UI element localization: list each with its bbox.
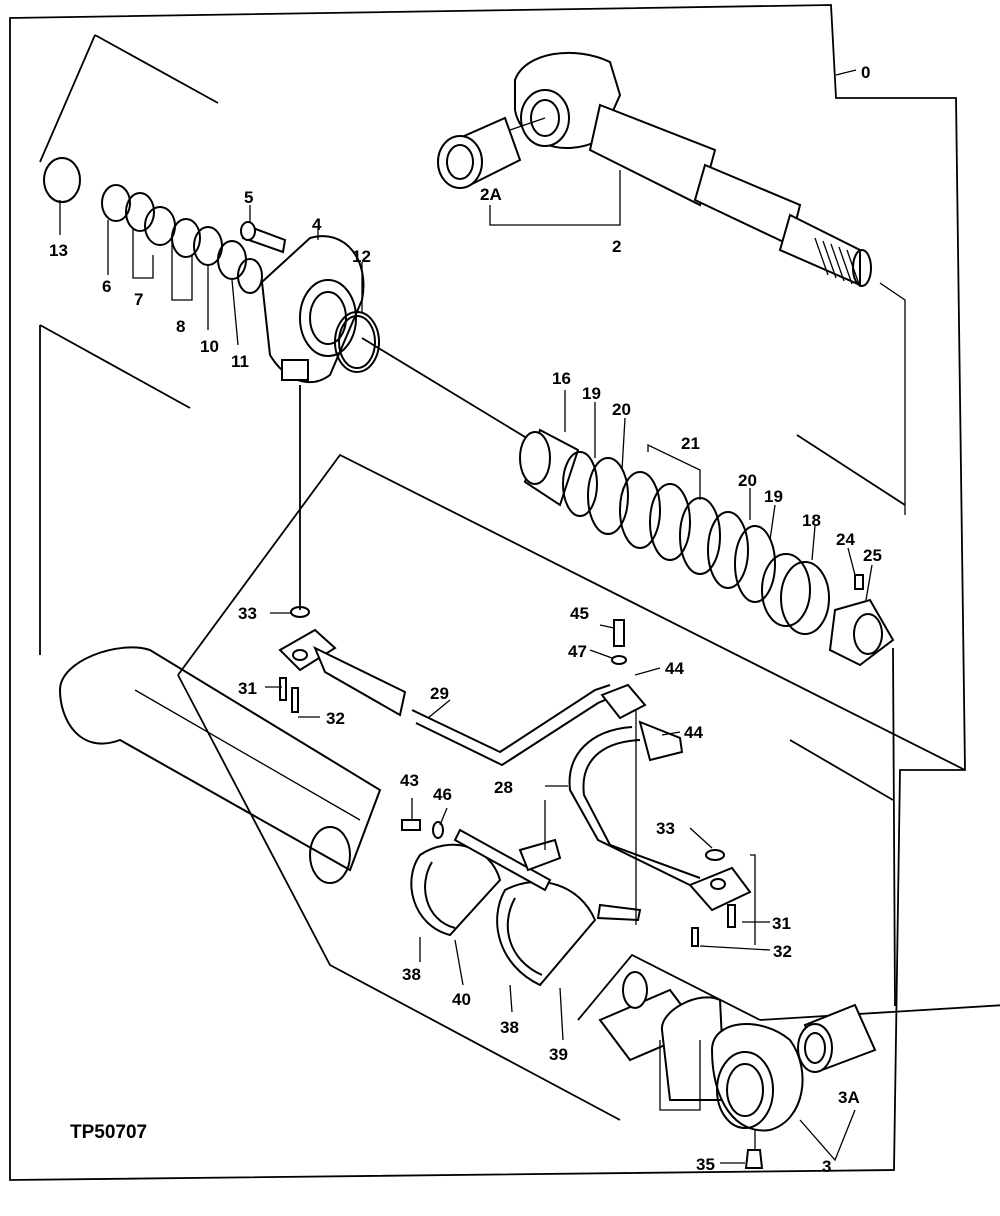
callout-33-bottom: 33 bbox=[656, 819, 675, 838]
callout-7: 7 bbox=[134, 290, 143, 309]
callout-38-left: 38 bbox=[402, 965, 421, 984]
callout-44-top: 44 bbox=[665, 659, 684, 678]
callout-18: 18 bbox=[802, 511, 821, 530]
callout-39: 39 bbox=[549, 1045, 568, 1064]
callout-33-top: 33 bbox=[238, 604, 257, 623]
callout-40: 40 bbox=[452, 990, 471, 1009]
callout-21: 21 bbox=[681, 434, 700, 453]
callout-44-bottom: 44 bbox=[684, 723, 703, 742]
callout-28: 28 bbox=[494, 778, 513, 797]
callout-3A: 3A bbox=[838, 1088, 860, 1107]
callout-10: 10 bbox=[200, 337, 219, 356]
callout-20-right: 20 bbox=[738, 471, 757, 490]
callout-3: 3 bbox=[822, 1157, 831, 1176]
callout-6: 6 bbox=[102, 277, 111, 296]
callout-labels: 0 2 2A 3 3A 4 5 6 7 8 10 11 12 13 16 18 … bbox=[49, 63, 882, 1176]
callout-31-top: 31 bbox=[238, 679, 257, 698]
callout-19-right: 19 bbox=[764, 487, 783, 506]
callout-31-bottom: 31 bbox=[772, 914, 791, 933]
callout-20-left: 20 bbox=[612, 400, 631, 419]
callout-8: 8 bbox=[176, 317, 185, 336]
callout-46: 46 bbox=[433, 785, 452, 804]
callout-35: 35 bbox=[696, 1155, 715, 1174]
callout-13: 13 bbox=[49, 241, 68, 260]
callout-19-left: 19 bbox=[582, 384, 601, 403]
callout-29: 29 bbox=[430, 684, 449, 703]
leader-lines bbox=[59, 69, 873, 1164]
callout-2A: 2A bbox=[480, 185, 502, 204]
tube-assembly bbox=[177, 453, 966, 1121]
callout-45: 45 bbox=[570, 604, 589, 623]
cylinder-head-assembly bbox=[39, 34, 380, 384]
callout-32-bottom: 32 bbox=[773, 942, 792, 961]
callout-11: 11 bbox=[231, 352, 249, 371]
callout-2: 2 bbox=[612, 237, 621, 256]
cylinder-barrel bbox=[39, 324, 382, 884]
callout-32-top: 32 bbox=[326, 709, 345, 728]
callout-4: 4 bbox=[312, 215, 322, 234]
callout-12: 12 bbox=[352, 247, 371, 266]
callout-38-right: 38 bbox=[500, 1018, 519, 1037]
callout-0: 0 bbox=[861, 63, 870, 82]
drawing-reference-number: TP50707 bbox=[70, 1122, 147, 1143]
frame-outline bbox=[9, 4, 966, 1181]
rod-assembly bbox=[437, 51, 872, 288]
barrel-end-eye bbox=[577, 953, 1000, 1169]
callout-47: 47 bbox=[568, 642, 587, 661]
callout-5: 5 bbox=[244, 188, 253, 207]
callout-43: 43 bbox=[400, 771, 419, 790]
callout-16: 16 bbox=[552, 369, 571, 388]
callout-25: 25 bbox=[863, 546, 882, 565]
callout-24: 24 bbox=[836, 530, 855, 549]
